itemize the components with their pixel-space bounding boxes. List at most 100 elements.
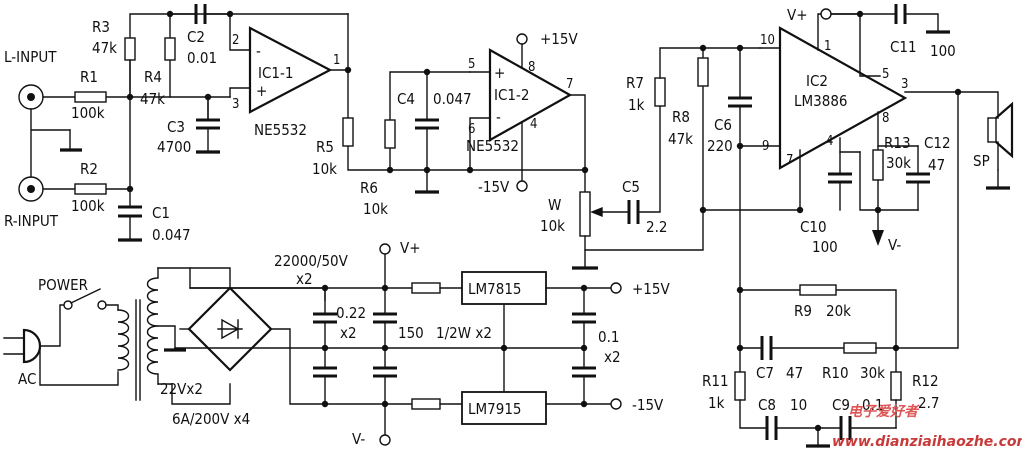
c7-ref: C7 bbox=[756, 364, 774, 382]
c8-value: 10 bbox=[790, 396, 807, 414]
ic1b-plus: + bbox=[494, 64, 505, 82]
c4-value: 0.047 bbox=[433, 90, 472, 108]
labels: L-INPUT R-INPUT R1 100k R2 100k R3 47k R… bbox=[4, 6, 1022, 450]
ic2-pin1: 1 bbox=[824, 39, 831, 54]
ic1b-pin7: 7 bbox=[566, 77, 573, 92]
c2-ref: C2 bbox=[187, 28, 205, 46]
r13-value: 30k bbox=[886, 154, 911, 172]
ic1-pos-rail-label: +15V bbox=[540, 30, 578, 48]
film-cap-qty: x2 bbox=[340, 324, 357, 342]
c4-ref: C4 bbox=[397, 90, 415, 108]
ic2-pin10: 10 bbox=[760, 33, 775, 48]
ic1b-ref: IC1-2 bbox=[494, 86, 529, 104]
c11-ref: C11 bbox=[890, 38, 917, 56]
r10-value: 30k bbox=[860, 364, 885, 382]
ic2-vminus-label: V- bbox=[888, 236, 901, 254]
ic2-pin5: 5 bbox=[882, 67, 889, 82]
out-cap-qty: x2 bbox=[604, 348, 621, 366]
ic2-stage bbox=[736, 4, 1014, 349]
r5-value: 10k bbox=[312, 160, 337, 178]
ic1a-ref: IC1-1 bbox=[258, 64, 293, 82]
psu-vminus-label: V- bbox=[352, 430, 365, 448]
ac-plug-icon bbox=[22, 328, 42, 364]
ic1b-pin4: 4 bbox=[530, 117, 537, 132]
r5-ref: R5 bbox=[316, 138, 334, 156]
out-cap-label: 0.1 bbox=[598, 328, 619, 346]
ic2-part: LM3886 bbox=[794, 92, 848, 110]
r12-value: 2.7 bbox=[918, 394, 939, 412]
r13-ref: R13 bbox=[884, 134, 911, 152]
dropper-spec: 1/2W x2 bbox=[436, 324, 492, 342]
c8-ref: C8 bbox=[758, 396, 776, 414]
c6-ref: C6 bbox=[714, 116, 732, 134]
c12-ref: C12 bbox=[924, 134, 951, 152]
c2-value: 0.01 bbox=[187, 49, 217, 67]
c9-ref: C9 bbox=[832, 396, 850, 414]
r4-value: 47k bbox=[140, 90, 165, 108]
rectifier-label: 6A/200V x4 bbox=[172, 410, 250, 428]
c11-value: 100 bbox=[930, 42, 956, 60]
psu-neg15-label: -15V bbox=[632, 396, 664, 414]
r9-value: 20k bbox=[826, 302, 851, 320]
bulk-cap-label: 22000/50V bbox=[274, 252, 349, 270]
ic1-2-opamp bbox=[488, 48, 573, 142]
ic2-vplus-label: V+ bbox=[787, 6, 808, 24]
r1-value: 100k bbox=[71, 104, 105, 122]
r2-ref: R2 bbox=[80, 160, 98, 178]
ic1b-pin8: 8 bbox=[528, 60, 535, 75]
speaker-icon bbox=[995, 101, 1014, 159]
c1-value: 0.047 bbox=[152, 226, 191, 244]
lm3886-amplifier bbox=[778, 26, 908, 170]
pot-ref: W bbox=[548, 196, 561, 214]
ic1-neg-rail-label: -15V bbox=[478, 178, 510, 196]
c6-value: 220 bbox=[707, 137, 733, 155]
l-input-label: L-INPUT bbox=[4, 48, 57, 66]
psu-pos15-label: +15V bbox=[632, 280, 670, 298]
r10-ref: R10 bbox=[822, 364, 849, 382]
volume-potentiometer bbox=[579, 191, 591, 237]
c10-ref: C10 bbox=[800, 218, 827, 236]
r6-ref: R6 bbox=[360, 179, 378, 197]
ic1-neg-supply-terminal bbox=[516, 180, 528, 192]
lm7815-label: LM7815 bbox=[468, 280, 522, 298]
ic2-vplus-terminal bbox=[820, 8, 832, 20]
r2-value: 100k bbox=[71, 197, 105, 215]
r4-resistor bbox=[164, 37, 176, 61]
ic1b-part: NE5532 bbox=[466, 137, 519, 155]
bulk-cap-qty: x2 bbox=[296, 270, 313, 288]
power-switch-contact bbox=[63, 300, 73, 310]
ic1a-plus: + bbox=[256, 82, 267, 100]
neg15-output-terminal bbox=[610, 398, 622, 410]
c9-value: 0.1 bbox=[862, 396, 883, 414]
speaker-label: SP bbox=[973, 152, 990, 170]
ic2-input-network bbox=[584, 44, 804, 291]
r2-resistor bbox=[74, 183, 107, 195]
psu-vplus-label: V+ bbox=[400, 239, 421, 257]
ic1a-pin3: 3 bbox=[232, 97, 239, 112]
ic1-pos-supply-terminal bbox=[516, 33, 528, 45]
ic1-2-stage bbox=[384, 33, 629, 270]
c5-ref: C5 bbox=[622, 178, 640, 196]
ic1a-part: NE5532 bbox=[254, 121, 307, 139]
pot-value: 10k bbox=[540, 217, 565, 235]
r7-value: 1k bbox=[628, 96, 645, 114]
feedback-network bbox=[734, 284, 902, 448]
r10-resistor bbox=[843, 342, 877, 354]
r8-value: 47k bbox=[668, 130, 693, 148]
ic1-1-stage bbox=[164, 4, 391, 171]
watermark-cn: 电子爱好者 bbox=[848, 403, 920, 420]
c3-value: 4700 bbox=[157, 138, 191, 156]
speaker-coil bbox=[987, 117, 997, 143]
r3-value: 47k bbox=[92, 39, 117, 57]
r11-value: 1k bbox=[708, 394, 725, 412]
ac-label: AC bbox=[18, 370, 36, 388]
ic2-pin3: 3 bbox=[901, 77, 908, 92]
r11-resistor bbox=[734, 371, 746, 401]
r3-ref: R3 bbox=[92, 18, 110, 36]
ic1a-pin2: 2 bbox=[232, 33, 239, 48]
ic2-pin7: 7 bbox=[786, 153, 793, 168]
r8-ref: R8 bbox=[672, 108, 690, 126]
power-supply bbox=[3, 243, 622, 446]
r3-resistor bbox=[124, 37, 136, 61]
